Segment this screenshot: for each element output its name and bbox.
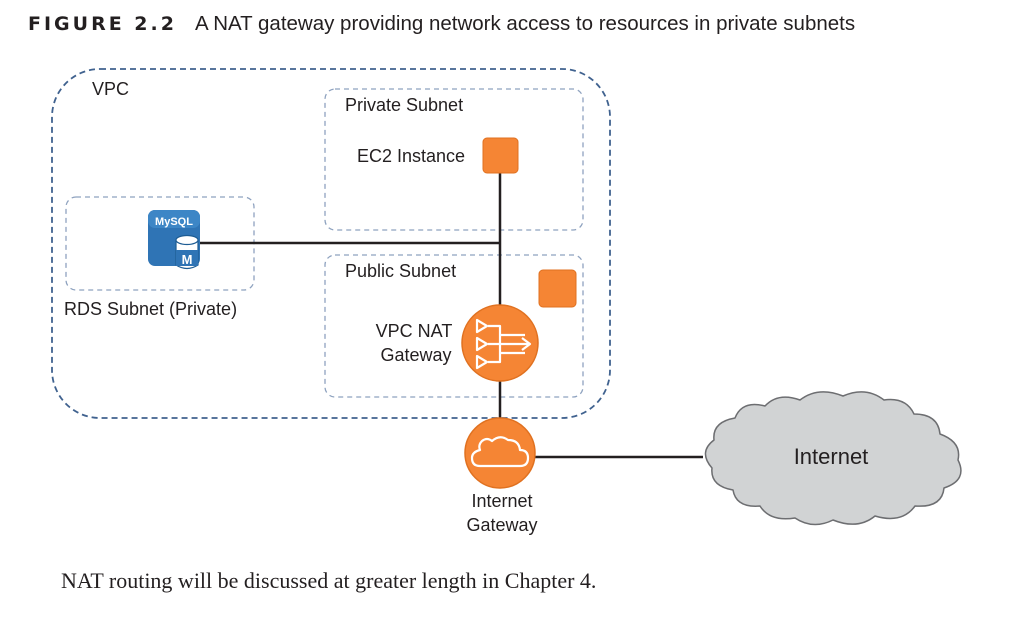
figure-caption-text: A NAT gateway providing network access t… bbox=[194, 12, 856, 35]
figure-label: FIGURE 2.2 bbox=[28, 13, 177, 35]
body-paragraph: NAT routing will be discussed at greater… bbox=[61, 568, 597, 593]
public-subnet-box bbox=[324, 254, 584, 398]
mysql-letter: M bbox=[182, 252, 193, 267]
nat-gateway-label-line1: VPC NAT bbox=[376, 321, 453, 341]
rds-subnet-label: RDS Subnet (Private) bbox=[64, 299, 237, 319]
mysql-rds-icon: MySQL M bbox=[148, 210, 200, 270]
ec2-instance-icon bbox=[482, 137, 519, 174]
connection-lines bbox=[200, 172, 703, 459]
ec2-instance-label: EC2 Instance bbox=[357, 146, 465, 166]
internet-cloud-icon bbox=[704, 391, 962, 526]
private-subnet-label: Private Subnet bbox=[345, 95, 463, 115]
internet-gateway-icon bbox=[464, 417, 536, 489]
internet-label: Internet bbox=[794, 444, 869, 469]
mysql-badge: MySQL bbox=[155, 216, 193, 228]
nat-gateway-icon bbox=[461, 304, 539, 382]
internet-gateway-label-line2: Gateway bbox=[466, 515, 537, 535]
public-subnet-label: Public Subnet bbox=[345, 261, 456, 281]
vpc-boundary bbox=[51, 68, 611, 419]
private-subnet-box bbox=[324, 88, 584, 231]
nat-gateway-label-line2: Gateway bbox=[380, 345, 451, 365]
nat-gateway-diagram: VPC Private Subnet Public Subnet RDS Sub… bbox=[51, 68, 962, 535]
public-instance-icon bbox=[538, 269, 577, 308]
internet-gateway-label-line1: Internet bbox=[471, 491, 532, 511]
figure-caption: FIGURE 2.2 A NAT gateway providing networ… bbox=[28, 10, 855, 38]
vpc-label: VPC bbox=[92, 79, 129, 99]
